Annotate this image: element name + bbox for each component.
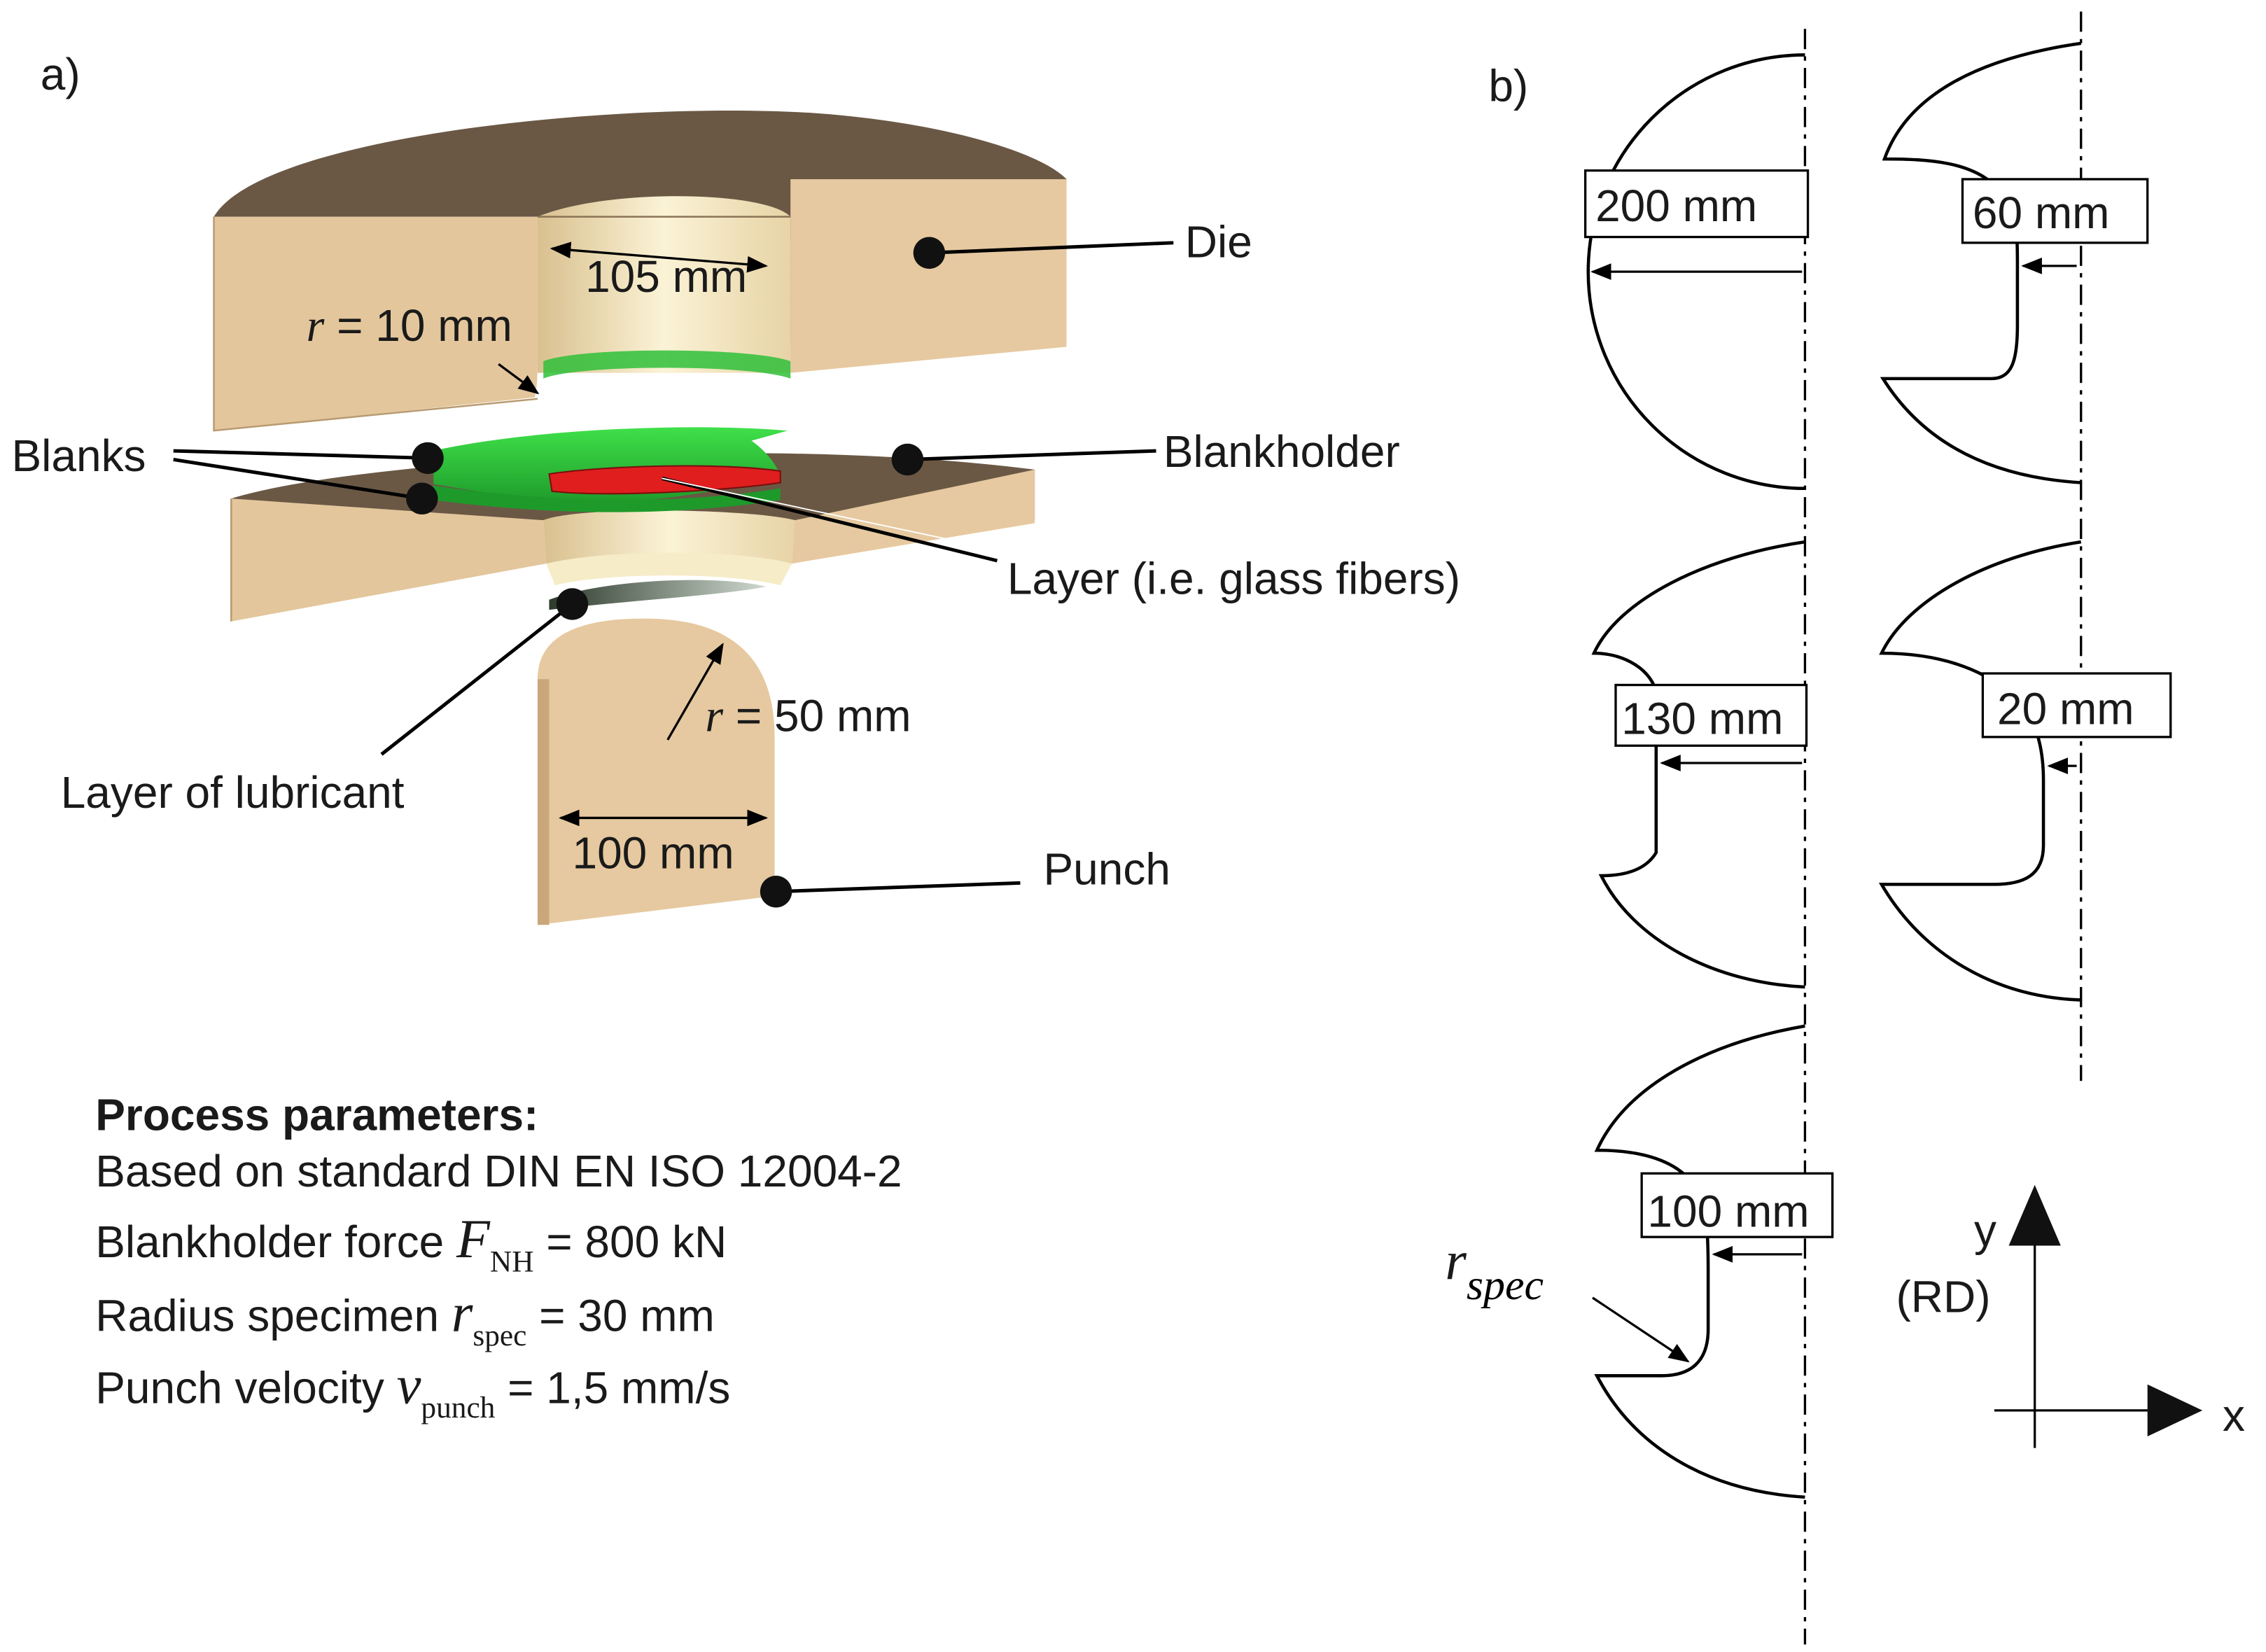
punch: [537, 618, 775, 925]
die-callout-dot: [913, 237, 946, 269]
parameter-standard: Based on standard DIN EN ISO 12004-2: [95, 1146, 902, 1196]
punch-label: Punch: [1043, 844, 1170, 894]
blanks: [433, 427, 788, 512]
blank-bottom-dot: [406, 482, 438, 514]
specimen-60: [1880, 41, 2082, 484]
specimen-130-text: 130 mm: [1621, 694, 1783, 744]
panel-b-label: b): [1488, 61, 1528, 111]
parameters-heading: Process parameters:: [95, 1089, 538, 1140]
specimen-100-text: 100 mm: [1647, 1186, 1809, 1237]
lubricant-label: Layer of lubricant: [61, 767, 405, 818]
specimen-20-text: 20 mm: [1997, 683, 2134, 734]
x-axis-label: x: [2223, 1390, 2245, 1441]
callouts: Die Blanks Blankholder Layer (i.e. glass…: [12, 216, 1460, 908]
panel-a-label: a): [41, 49, 81, 99]
specimen-130-box: [1614, 683, 1808, 747]
blankholder-label: Blankholder: [1163, 426, 1400, 477]
blankholder: [230, 453, 1035, 622]
specimen-130: [1591, 540, 1805, 989]
specimen-100-box: [1640, 1172, 1834, 1238]
die: [213, 111, 1067, 432]
punch-dot: [760, 876, 792, 908]
specimen-100: [1594, 1024, 1805, 1499]
specimen-200-text: 200 mm: [1595, 181, 1757, 231]
rspec-arrow: [1592, 1296, 1690, 1363]
blanks-label: Blanks: [12, 430, 146, 481]
lubricant-layer: [549, 580, 767, 610]
y-axis-note: (RD): [1896, 1271, 1990, 1322]
specimen-200-box: [1583, 169, 1810, 239]
blankholder-dot: [891, 443, 924, 476]
blank-top-dot: [412, 442, 444, 475]
specimen-20: [1878, 540, 2082, 1002]
die-radius-arrow: [498, 363, 540, 395]
specimen-60-text: 60 mm: [1973, 188, 2110, 238]
parameter-velocity: Punch velocity vpunch = 1,5 mm/s: [95, 1354, 730, 1425]
die-label: Die: [1185, 216, 1252, 267]
layer-label: Layer (i.e. glass fibers): [1007, 553, 1460, 603]
parameter-force: Blankholder force FNH = 800 kN: [95, 1208, 727, 1279]
punch-radius-text: r = 50 mm: [705, 691, 911, 742]
punch-width-text: 100 mm: [573, 828, 734, 878]
die-radius-text: r = 10 mm: [307, 300, 512, 351]
specimen-60-box: [1961, 178, 2149, 244]
die-opening-text: 105 mm: [585, 251, 747, 302]
process-parameters: Process parameters: Based on standard DI…: [95, 1089, 902, 1424]
parameter-radius: Radius specimen rspec = 30 mm: [95, 1282, 715, 1352]
lubricant-dot: [556, 588, 589, 620]
die-opening-dimension: [550, 241, 769, 273]
coordinate-axes: y (RD) x: [1896, 1184, 2245, 1448]
y-axis-label: y: [1974, 1205, 1996, 1256]
specimen-200: [1586, 53, 1805, 491]
punch-radius-arrow: [666, 643, 724, 741]
specimen-20-box: [1981, 672, 2172, 738]
rspec-label: rspec: [1445, 1230, 1544, 1309]
